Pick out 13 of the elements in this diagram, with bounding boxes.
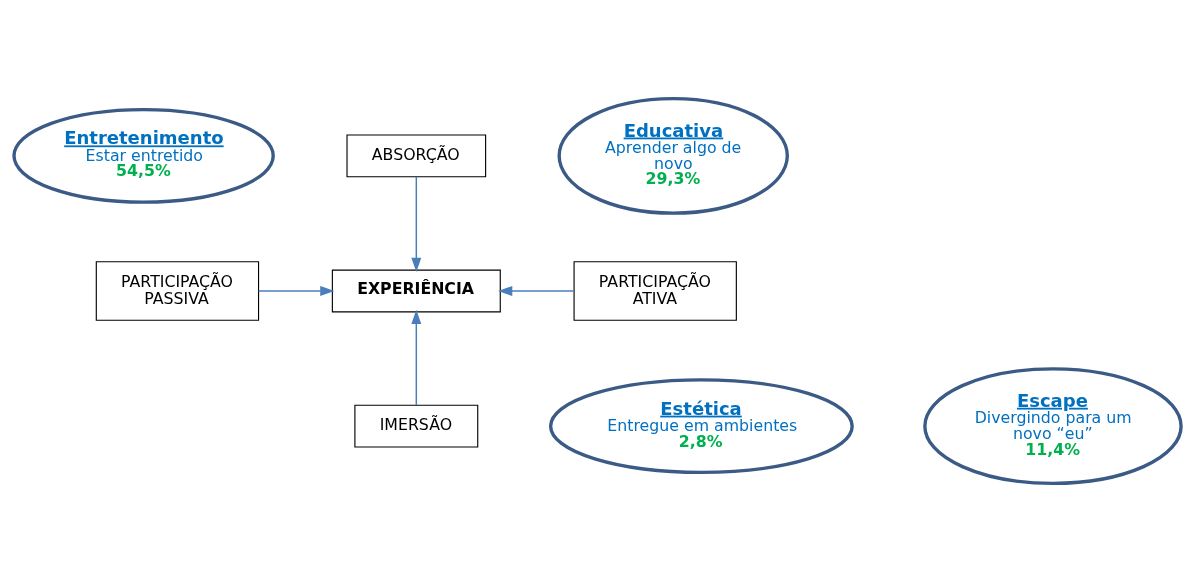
node-box: ABSORÇÃO	[346, 133, 487, 177]
node-box: PARTICIPAÇÃO PASSIVA	[95, 260, 260, 321]
node-ellipse: Entretenimento Estar entretido 54,5%	[12, 107, 275, 204]
arrow	[498, 285, 575, 296]
node-box: IMERSÃO	[354, 404, 479, 448]
node-box: EXPERIÊNCIA	[331, 269, 501, 312]
node-ellipse: Estética Entregue em ambientes 2,8%	[548, 377, 854, 474]
node-box: PARTICIPAÇÃO ATIVA	[573, 260, 737, 321]
node-ellipse: Educativa Aprender algo de novo 29,3%	[557, 96, 789, 215]
arrow	[411, 309, 422, 406]
arrow	[411, 175, 422, 272]
node-ellipse: Escape Divergindo para um novo “eu” 11,4%	[923, 366, 1183, 485]
arrow	[257, 285, 335, 296]
